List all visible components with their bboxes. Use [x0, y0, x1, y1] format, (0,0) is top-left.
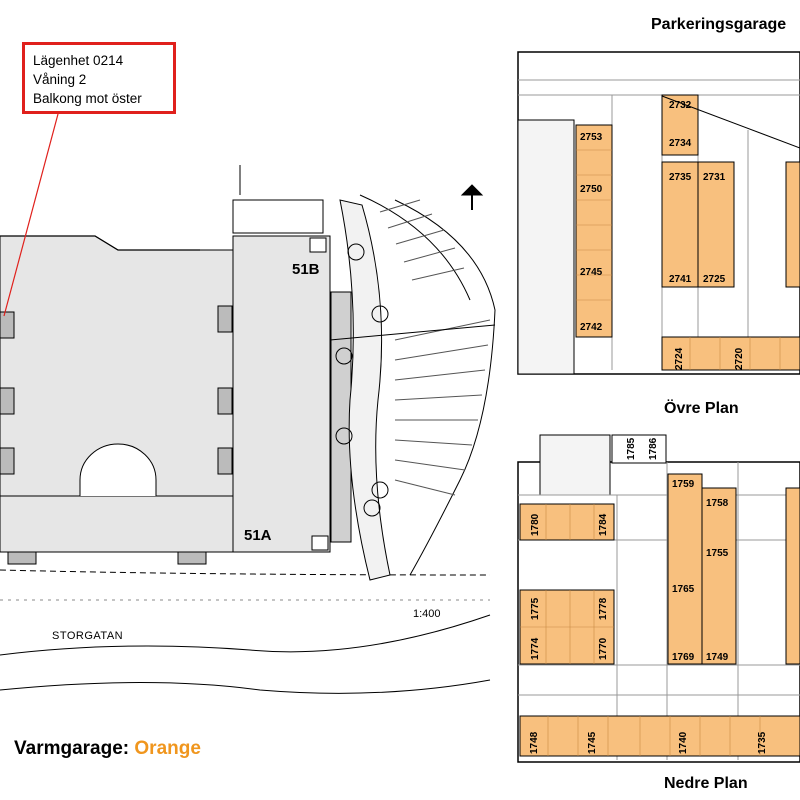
spot-label: 2725 — [703, 274, 726, 285]
spot-label: 2732 — [669, 100, 692, 111]
street-label: STORGATAN — [52, 630, 124, 642]
legend-value: Orange — [134, 738, 201, 759]
building-east — [232, 235, 331, 553]
apartment-callout: Lägenhet 0214 Våning 2 Balkong mot öster — [22, 42, 176, 114]
garage-lower-plan — [517, 434, 800, 763]
spot-label: 1745 — [587, 731, 598, 754]
spot-label: 2731 — [703, 172, 726, 183]
spot-label: 2735 — [669, 172, 692, 183]
spot-label: 1780 — [530, 513, 541, 536]
upper-strip-west — [575, 124, 613, 338]
upper-plan-title: Övre Plan — [664, 400, 739, 417]
spot-label: 2734 — [669, 138, 692, 149]
spot-label: 1765 — [672, 584, 695, 595]
spot-label: 1774 — [530, 637, 541, 660]
spot-label: 1740 — [678, 731, 689, 754]
scale-label: 1:400 — [413, 608, 441, 620]
spot-label: 1735 — [757, 731, 768, 754]
lower-strip-bottom — [519, 715, 800, 757]
upper-strip-2732 — [661, 94, 699, 156]
entrance-label-51b: 51B — [292, 261, 320, 278]
spot-label: 1755 — [706, 548, 729, 559]
callout-floor: Våning 2 — [33, 72, 87, 87]
building-south — [0, 495, 234, 553]
spot-label: 2742 — [580, 322, 603, 333]
entrance-label-51a: 51A — [244, 527, 272, 544]
spot-label: 1786 — [648, 437, 659, 460]
lower-strip-1758 — [701, 487, 737, 665]
lower-plan-title: Nedre Plan — [664, 775, 748, 792]
spot-label: 2720 — [734, 347, 745, 370]
spot-label: 2741 — [669, 274, 692, 285]
upper-strip-bottom — [661, 336, 800, 371]
spot-label: 1785 — [626, 437, 637, 460]
spot-labels: 2732 2734 2753 2750 2735 2731 2745 2741 … — [529, 100, 768, 754]
legend: Varmgarage: Orange — [14, 738, 201, 760]
balconies-west — [0, 305, 233, 565]
site-plan — [0, 165, 496, 694]
upper-strip-2731 — [697, 161, 735, 288]
spot-label: 1758 — [706, 498, 729, 509]
upper-strip-2735 — [661, 161, 699, 288]
spot-label: 1769 — [672, 652, 695, 663]
spot-label: 2724 — [674, 347, 685, 370]
lower-strip-1759 — [667, 473, 703, 665]
legend-label: Varmgarage: — [14, 738, 130, 759]
spot-label: 2753 — [580, 132, 603, 143]
callout-apartment: Lägenhet 0214 — [33, 53, 124, 68]
spot-label: 2745 — [580, 267, 603, 278]
spot-label: 1778 — [598, 597, 609, 620]
spot-label: 1775 — [530, 597, 541, 620]
callout-pointer — [3, 113, 59, 317]
spot-label: 2750 — [580, 184, 603, 195]
north-arrow-icon — [460, 184, 484, 196]
callout-balcony: Balkong mot öster — [33, 91, 142, 106]
garage-title: Parkeringsgarage — [651, 16, 787, 33]
garage-upper-plan — [517, 51, 800, 375]
spot-label: 1770 — [598, 637, 609, 660]
spot-label: 1784 — [598, 513, 609, 536]
spot-label: 1748 — [529, 731, 540, 754]
spot-label: 1749 — [706, 652, 729, 663]
lower-strip-1780 — [519, 503, 615, 541]
spot-label: 1759 — [672, 479, 695, 490]
balconies-east — [330, 291, 352, 543]
